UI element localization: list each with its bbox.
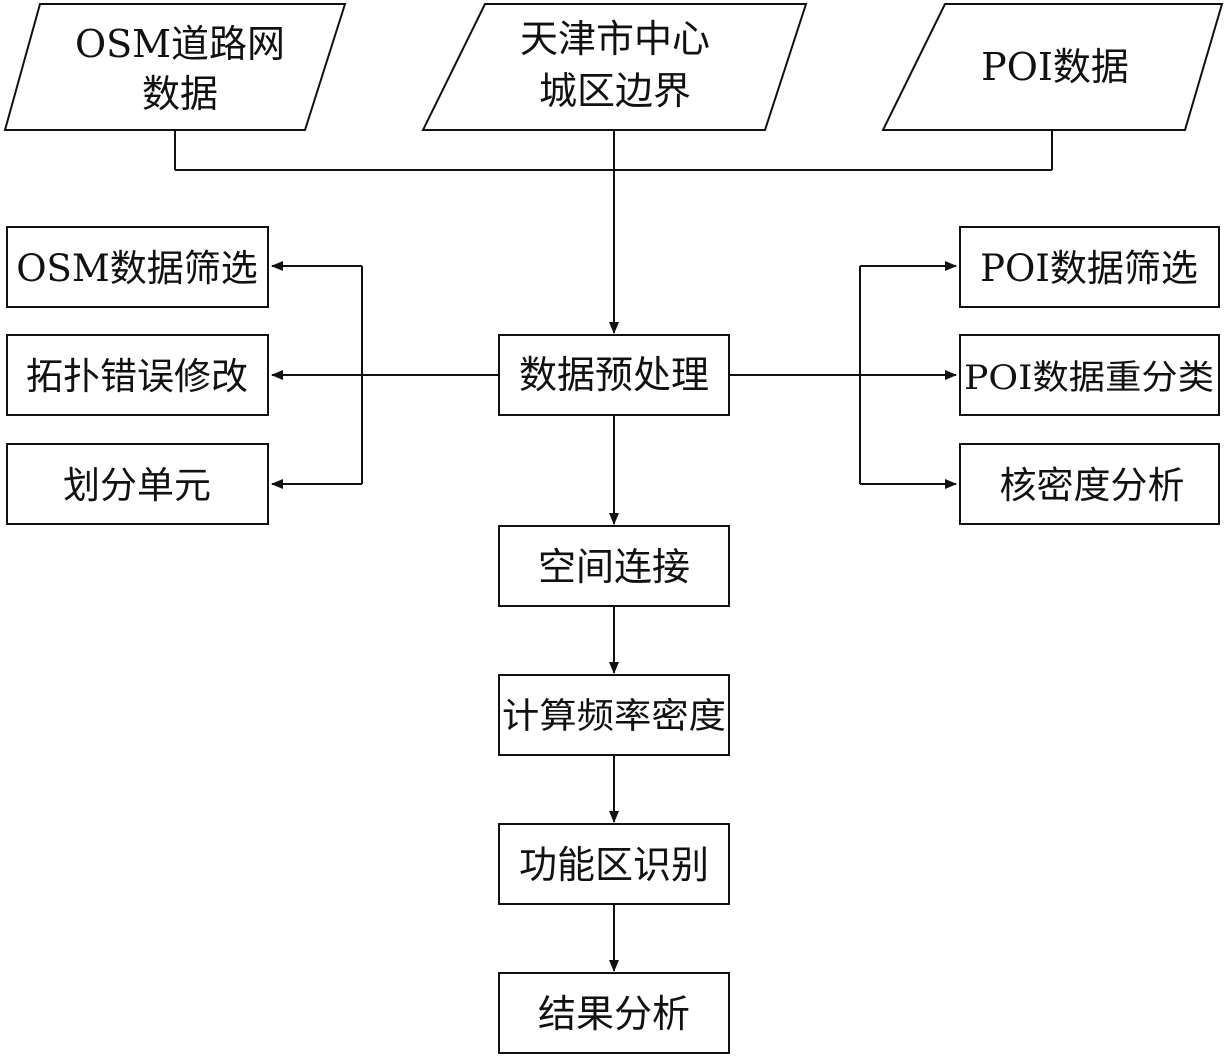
input-boundary-label-line2: 城区边界	[539, 69, 691, 113]
topology-fix-label: 拓扑错误修改	[26, 355, 248, 398]
input-poi-label: POI数据	[981, 45, 1129, 89]
result-analysis-label: 结果分析	[538, 992, 690, 1036]
result-analysis-box	[498, 972, 730, 1054]
topology-fix-box	[6, 334, 269, 416]
poi-filter-box	[959, 226, 1220, 308]
input-boundary-shape	[421, 3, 808, 131]
frequency-density-label: 计算频率密度	[502, 697, 726, 737]
divide-units-label: 划分单元	[63, 464, 211, 507]
kernel-density-label: 核密度分析	[1000, 464, 1185, 507]
spatial-join-box	[498, 525, 730, 607]
poi-filter-label: POI数据筛选	[980, 247, 1198, 290]
input-osm-road-shape	[3, 3, 347, 131]
zone-identification-label: 功能区识别	[519, 843, 709, 887]
divide-units-box	[6, 443, 269, 525]
poi-reclassify-box	[959, 334, 1220, 416]
poi-reclassify-label: POI数据重分类	[964, 358, 1214, 398]
preprocess-box	[498, 334, 730, 416]
frequency-density-box	[498, 674, 730, 756]
osm-filter-label: OSM数据筛选	[16, 247, 258, 290]
input-boundary-label-line1: 天津市中心	[520, 17, 710, 61]
input-osm-road-label-line1: OSM道路网	[75, 22, 285, 66]
osm-filter-box	[6, 226, 269, 308]
input-osm-road-label-line2: 数据	[142, 72, 218, 116]
kernel-density-box	[959, 443, 1220, 525]
input-poi-shape	[881, 3, 1224, 131]
preprocess-label: 数据预处理	[519, 353, 709, 397]
spatial-join-label: 空间连接	[538, 545, 690, 589]
